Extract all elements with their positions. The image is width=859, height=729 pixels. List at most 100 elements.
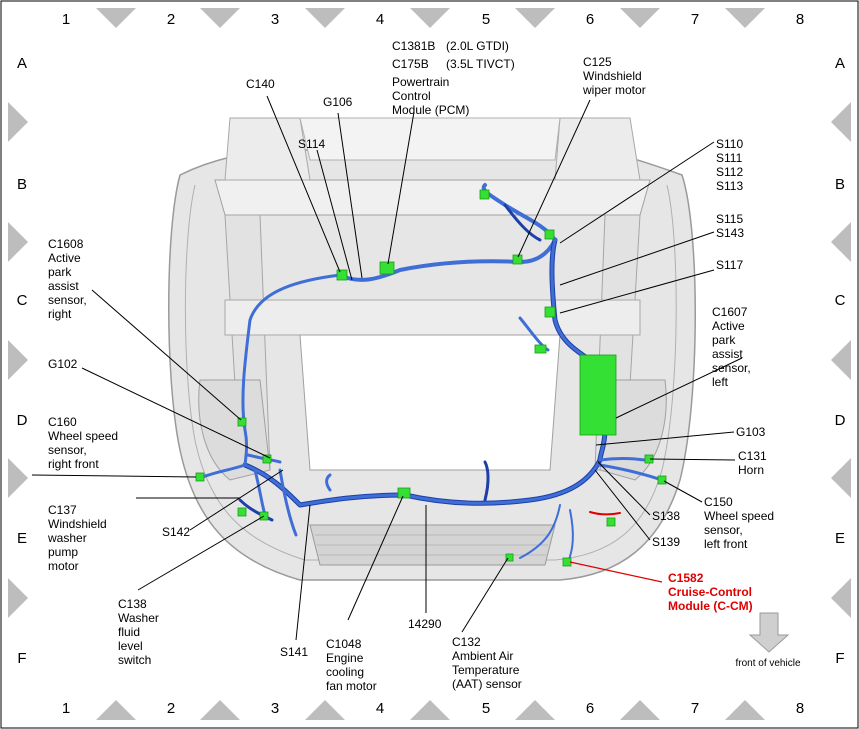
label-s138: S138	[652, 509, 680, 523]
label-c1608: C1608 Active park assist sensor, right	[48, 237, 87, 321]
row-b-right: B	[835, 176, 845, 193]
svg-text:(AAT) sensor: (AAT) sensor	[452, 677, 522, 691]
row-b-left: B	[17, 176, 27, 193]
leader-lines	[31, 95, 743, 641]
svg-text:C137: C137	[48, 503, 77, 517]
col-3-top: 3	[271, 11, 279, 28]
label-c137: C137 Windshield washer pump motor	[47, 503, 107, 573]
label-c125: C125 Windshield wiper motor	[582, 55, 646, 97]
svg-text:washer: washer	[47, 531, 87, 545]
svg-text:S143: S143	[716, 226, 744, 240]
svg-text:S112: S112	[716, 165, 743, 179]
label-c160: C160 Wheel speed sensor, right front	[48, 415, 118, 471]
svg-text:Wheel speed: Wheel speed	[704, 509, 774, 523]
bottom-column-numbers: 1 2 3 4 5 6 7 8	[62, 700, 804, 717]
bottom-grid-markers	[96, 700, 765, 720]
svg-text:motor: motor	[48, 559, 79, 573]
svg-text:C160: C160	[48, 415, 77, 429]
connector-g102	[262, 454, 272, 464]
svg-text:left: left	[712, 375, 729, 389]
col-2-top: 2	[167, 11, 175, 28]
svg-text:assist: assist	[48, 279, 79, 293]
row-e-left: E	[17, 530, 27, 547]
label-c132: C132 Ambient Air Temperature (AAT) senso…	[452, 635, 522, 691]
svg-text:C1608: C1608	[48, 237, 84, 251]
connector-wiper-upper	[479, 189, 490, 200]
connector-c1608	[237, 417, 247, 427]
col-2-bottom: 2	[167, 700, 175, 717]
top-grid-markers	[96, 8, 765, 28]
svg-text:assist: assist	[712, 347, 743, 361]
label-s117: S117	[716, 258, 743, 272]
svg-text:sensor,: sensor,	[712, 361, 751, 375]
svg-text:Active: Active	[48, 251, 81, 265]
label-s141: S141	[280, 645, 308, 659]
row-a-right: A	[835, 55, 845, 72]
label-s142: S142	[162, 525, 190, 539]
label-c175b: C175B (3.5L TIVCT)	[392, 57, 515, 71]
svg-text:Module (C-CM): Module (C-CM)	[668, 599, 753, 613]
connector-c140	[336, 269, 348, 281]
row-f-left: F	[17, 650, 26, 667]
col-7-top: 7	[691, 11, 699, 28]
right-row-letters: A B C D E F	[835, 55, 846, 667]
connector-splice-b	[544, 229, 555, 240]
svg-text:Windshield: Windshield	[583, 69, 642, 83]
svg-text:fan motor: fan motor	[326, 679, 377, 693]
col-5-bottom: 5	[482, 700, 490, 717]
svg-text:park: park	[48, 265, 72, 279]
left-grid-markers	[8, 102, 28, 618]
connectors	[195, 189, 667, 567]
connector-c1582	[562, 557, 572, 567]
svg-text:sensor,: sensor,	[704, 523, 743, 537]
col-7-bottom: 7	[691, 700, 699, 717]
connector-pcm	[379, 261, 395, 275]
svg-text:C1582: C1582	[668, 571, 704, 585]
down-arrow-icon	[748, 612, 790, 653]
svg-text:C125: C125	[583, 55, 612, 69]
svg-text:Module (PCM): Module (PCM)	[392, 103, 469, 117]
leader-c1582	[569, 561, 663, 583]
svg-text:cooling: cooling	[326, 665, 364, 679]
label-harness-14290: 14290	[408, 617, 442, 631]
svg-text:Horn: Horn	[738, 463, 764, 477]
col-5-top: 5	[482, 11, 490, 28]
c1381b-code: C1381B	[392, 39, 435, 53]
col-1-bottom: 1	[62, 700, 70, 717]
col-6-bottom: 6	[586, 700, 594, 717]
svg-text:level: level	[118, 639, 143, 653]
connector-c137	[237, 507, 247, 517]
front-of-vehicle-indicator: front of vehicle	[735, 612, 801, 669]
svg-text:S110: S110	[716, 137, 743, 151]
svg-text:Active: Active	[712, 319, 745, 333]
right-grid-markers	[831, 102, 851, 618]
svg-text:fluid: fluid	[118, 625, 140, 639]
svg-text:C150: C150	[704, 495, 733, 509]
connector-c160	[195, 472, 205, 482]
connector-right-lower	[606, 517, 616, 527]
svg-text:Windshield: Windshield	[48, 517, 107, 531]
svg-text:right front: right front	[48, 457, 99, 471]
svg-text:wiper motor: wiper motor	[582, 83, 646, 97]
svg-text:C131: C131	[738, 449, 767, 463]
c175b-note: (3.5L TIVCT)	[446, 57, 515, 71]
row-a-left: A	[17, 55, 27, 72]
label-c1582: C1582 Cruise-Control Module (C-CM)	[668, 571, 753, 613]
label-s139: S139	[652, 535, 680, 549]
svg-text:Powertrain: Powertrain	[392, 75, 449, 89]
svg-text:Temperature: Temperature	[452, 663, 520, 677]
connector-c1048	[397, 487, 411, 499]
svg-text:sensor,: sensor,	[48, 443, 87, 457]
svg-text:C1607: C1607	[712, 305, 748, 319]
label-c1607: C1607 Active park assist sensor, left	[712, 305, 751, 389]
row-f-right: F	[835, 650, 844, 667]
col-4-bottom: 4	[376, 700, 384, 717]
label-s110-group: S110 S111 S112 S113	[716, 137, 743, 193]
label-c138: C138 Washer fluid level switch	[118, 597, 159, 667]
connector-c125	[512, 254, 523, 265]
svg-text:S115: S115	[716, 212, 743, 226]
col-8-top: 8	[796, 11, 804, 28]
svg-text:C132: C132	[452, 635, 481, 649]
svg-text:right: right	[48, 307, 72, 321]
front-of-vehicle-label: front of vehicle	[735, 658, 800, 669]
